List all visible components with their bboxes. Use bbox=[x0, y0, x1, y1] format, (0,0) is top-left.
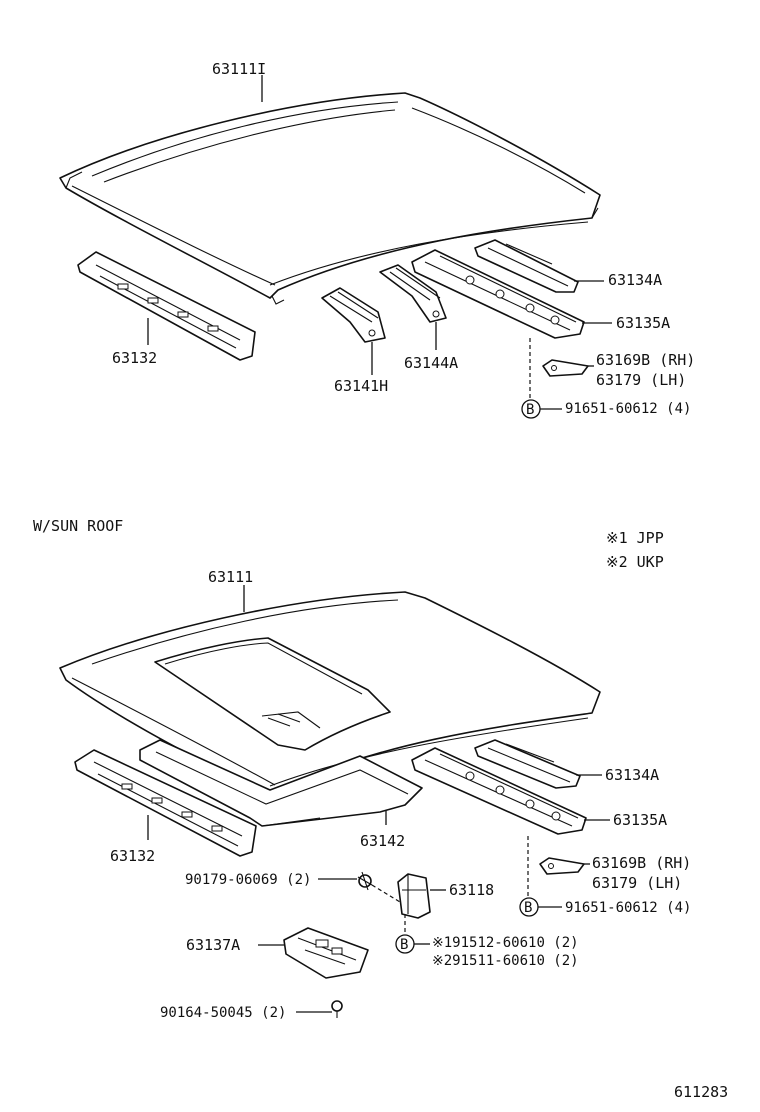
sunroof-heading: W/SUN ROOF bbox=[33, 517, 123, 535]
marker-b-top: B bbox=[526, 402, 534, 418]
housing-sunroof bbox=[283, 927, 369, 979]
reinforcement-b-top bbox=[379, 264, 447, 323]
side-rail-top bbox=[411, 249, 585, 339]
label-clip-sunroof: 63118 bbox=[449, 881, 494, 899]
label-bracket-rh-sunroof: 63169B (RH) bbox=[592, 854, 691, 872]
label-rear-rail-sunroof: 63134A bbox=[605, 766, 659, 784]
label-bracket-rh-top: 63169B (RH) bbox=[596, 351, 695, 369]
label-bracket-lh-sunroof: 63179 (LH) bbox=[592, 874, 682, 892]
label-bolt-jpp: ※191512-60610 (2) bbox=[432, 935, 579, 951]
reinforcement-a-top bbox=[321, 287, 386, 343]
bracket-top bbox=[542, 359, 589, 377]
sunroof-section: W/SUN ROOF ※1 JPP ※2 UKP 63111 63132 bbox=[33, 517, 691, 1021]
label-bolt-ukp: ※291511-60610 (2) bbox=[432, 953, 579, 969]
roof-panel-top bbox=[59, 92, 601, 305]
label-front-header-top: 63132 bbox=[112, 349, 157, 367]
label-roof-panel-top: 63111I bbox=[212, 60, 266, 78]
screw-b-sunroof bbox=[331, 1000, 343, 1018]
label-screw-b-sunroof: 90164-50045 (2) bbox=[160, 1005, 286, 1021]
marker-b-sunroof-b: B bbox=[400, 937, 408, 953]
clip-sunroof bbox=[397, 873, 431, 919]
front-header-sunroof bbox=[74, 749, 257, 857]
top-section: 63111I 63132 63141H 63144A bbox=[59, 60, 695, 419]
figure-number: 611283 bbox=[674, 1083, 728, 1101]
label-side-rail-top: 63135A bbox=[616, 314, 670, 332]
rear-rail-top bbox=[474, 239, 579, 293]
label-roof-panel-sunroof: 63111 bbox=[208, 568, 253, 586]
note-jpp: ※1 JPP bbox=[606, 529, 664, 547]
marker-b-sunroof-a: B bbox=[524, 900, 532, 916]
bracket-sunroof bbox=[539, 857, 585, 875]
label-bolt-sunroof: 91651-60612 (4) bbox=[565, 900, 691, 916]
front-header-top bbox=[77, 251, 256, 361]
label-screw-sunroof: 90179-06069 (2) bbox=[185, 872, 311, 888]
label-side-rail-sunroof: 63135A bbox=[613, 811, 667, 829]
note-ukp: ※2 UKP bbox=[606, 553, 664, 571]
label-reinforcement-a-top: 63141H bbox=[334, 377, 388, 395]
sunroof-frame bbox=[139, 739, 423, 827]
roof-panel-sunroof bbox=[59, 591, 601, 798]
side-rail-sunroof bbox=[411, 747, 587, 835]
screw-sunroof bbox=[357, 871, 373, 891]
rear-rail-sunroof bbox=[474, 739, 581, 789]
label-rear-rail-top: 63134A bbox=[608, 271, 662, 289]
label-bolt-top: 91651-60612 (4) bbox=[565, 401, 691, 417]
label-reinforcement-b-top: 63144A bbox=[404, 354, 458, 372]
sunroof-opening bbox=[154, 637, 391, 751]
label-bracket-lh-top: 63179 (LH) bbox=[596, 371, 686, 389]
label-frame-sunroof: 63142 bbox=[360, 832, 405, 850]
label-front-header-sunroof: 63132 bbox=[110, 847, 155, 865]
label-housing-sunroof: 63137A bbox=[186, 936, 240, 954]
